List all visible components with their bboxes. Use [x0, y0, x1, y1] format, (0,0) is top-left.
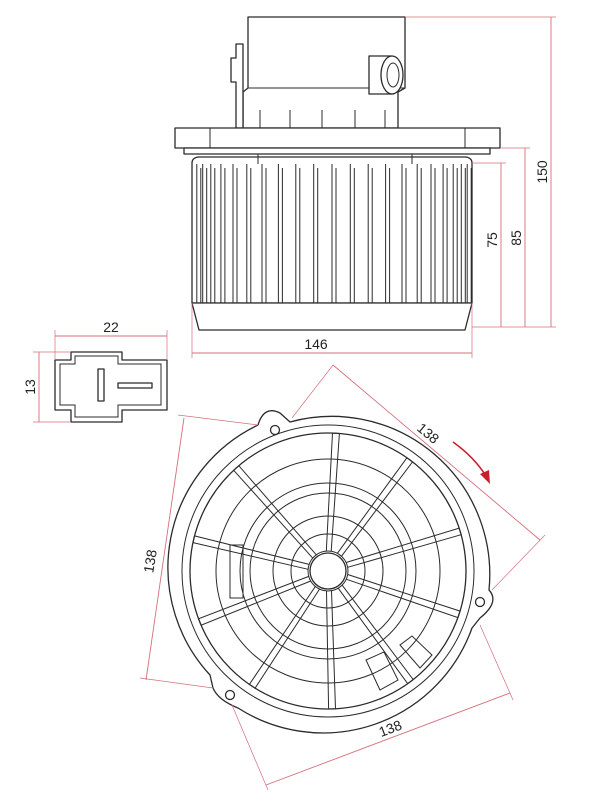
mounting-flange-side	[174, 127, 501, 155]
wheel-blades	[196, 164, 472, 303]
top-view-spoke	[346, 574, 461, 619]
top-view-spoke	[325, 432, 340, 552]
connector-view: 22 13	[22, 319, 168, 423]
top-view-spoke	[345, 527, 462, 568]
wheel-diameter-label: 146	[304, 336, 328, 352]
top-view: 138 138 138	[139, 364, 546, 791]
dimension-wheel-height: 75	[472, 162, 506, 327]
dimension-wheel-diameter: 146	[191, 303, 473, 358]
mount-hole-top	[269, 424, 281, 436]
top-view-spoke	[248, 586, 320, 689]
top-view-spoke	[197, 575, 311, 626]
top-view-spoke	[232, 464, 317, 559]
top-view-spoke	[336, 457, 414, 557]
top-view-spoke	[326, 590, 337, 710]
total-height-label: 150	[534, 160, 550, 184]
top-view-spoke	[192, 535, 310, 570]
connector-pin-horizontal	[117, 382, 153, 389]
dimension-flange-side-left: 138	[139, 414, 259, 689]
dimension-connector-height: 13	[22, 351, 71, 423]
dimension-housing-height: 85	[500, 147, 530, 327]
blower-wheel-side	[191, 154, 473, 331]
dimension-connector-width: 22	[54, 319, 168, 360]
top-view-spokes	[192, 432, 462, 710]
motor-shaft-hub	[309, 552, 347, 590]
flange-side-bottom-label: 138	[376, 717, 404, 740]
rotation-direction-icon	[452, 441, 490, 484]
housing-height-label: 85	[508, 230, 524, 246]
flange-side-left-label: 138	[140, 548, 159, 574]
side-view: 150 85 75 146	[174, 16, 556, 358]
wheel-height-label: 75	[484, 232, 500, 248]
dimension-total-height: 150	[405, 16, 556, 328]
top-view-spoke	[337, 584, 414, 685]
connector-height-label: 13	[22, 379, 38, 395]
mount-hole-bottom	[224, 689, 236, 701]
dimension-flange-side-bottom: 138	[231, 624, 514, 791]
mount-hole-right	[474, 596, 486, 608]
connector-width-label: 22	[103, 319, 119, 335]
connector-pin-vertical	[97, 368, 105, 402]
motor-housing	[230, 16, 406, 129]
